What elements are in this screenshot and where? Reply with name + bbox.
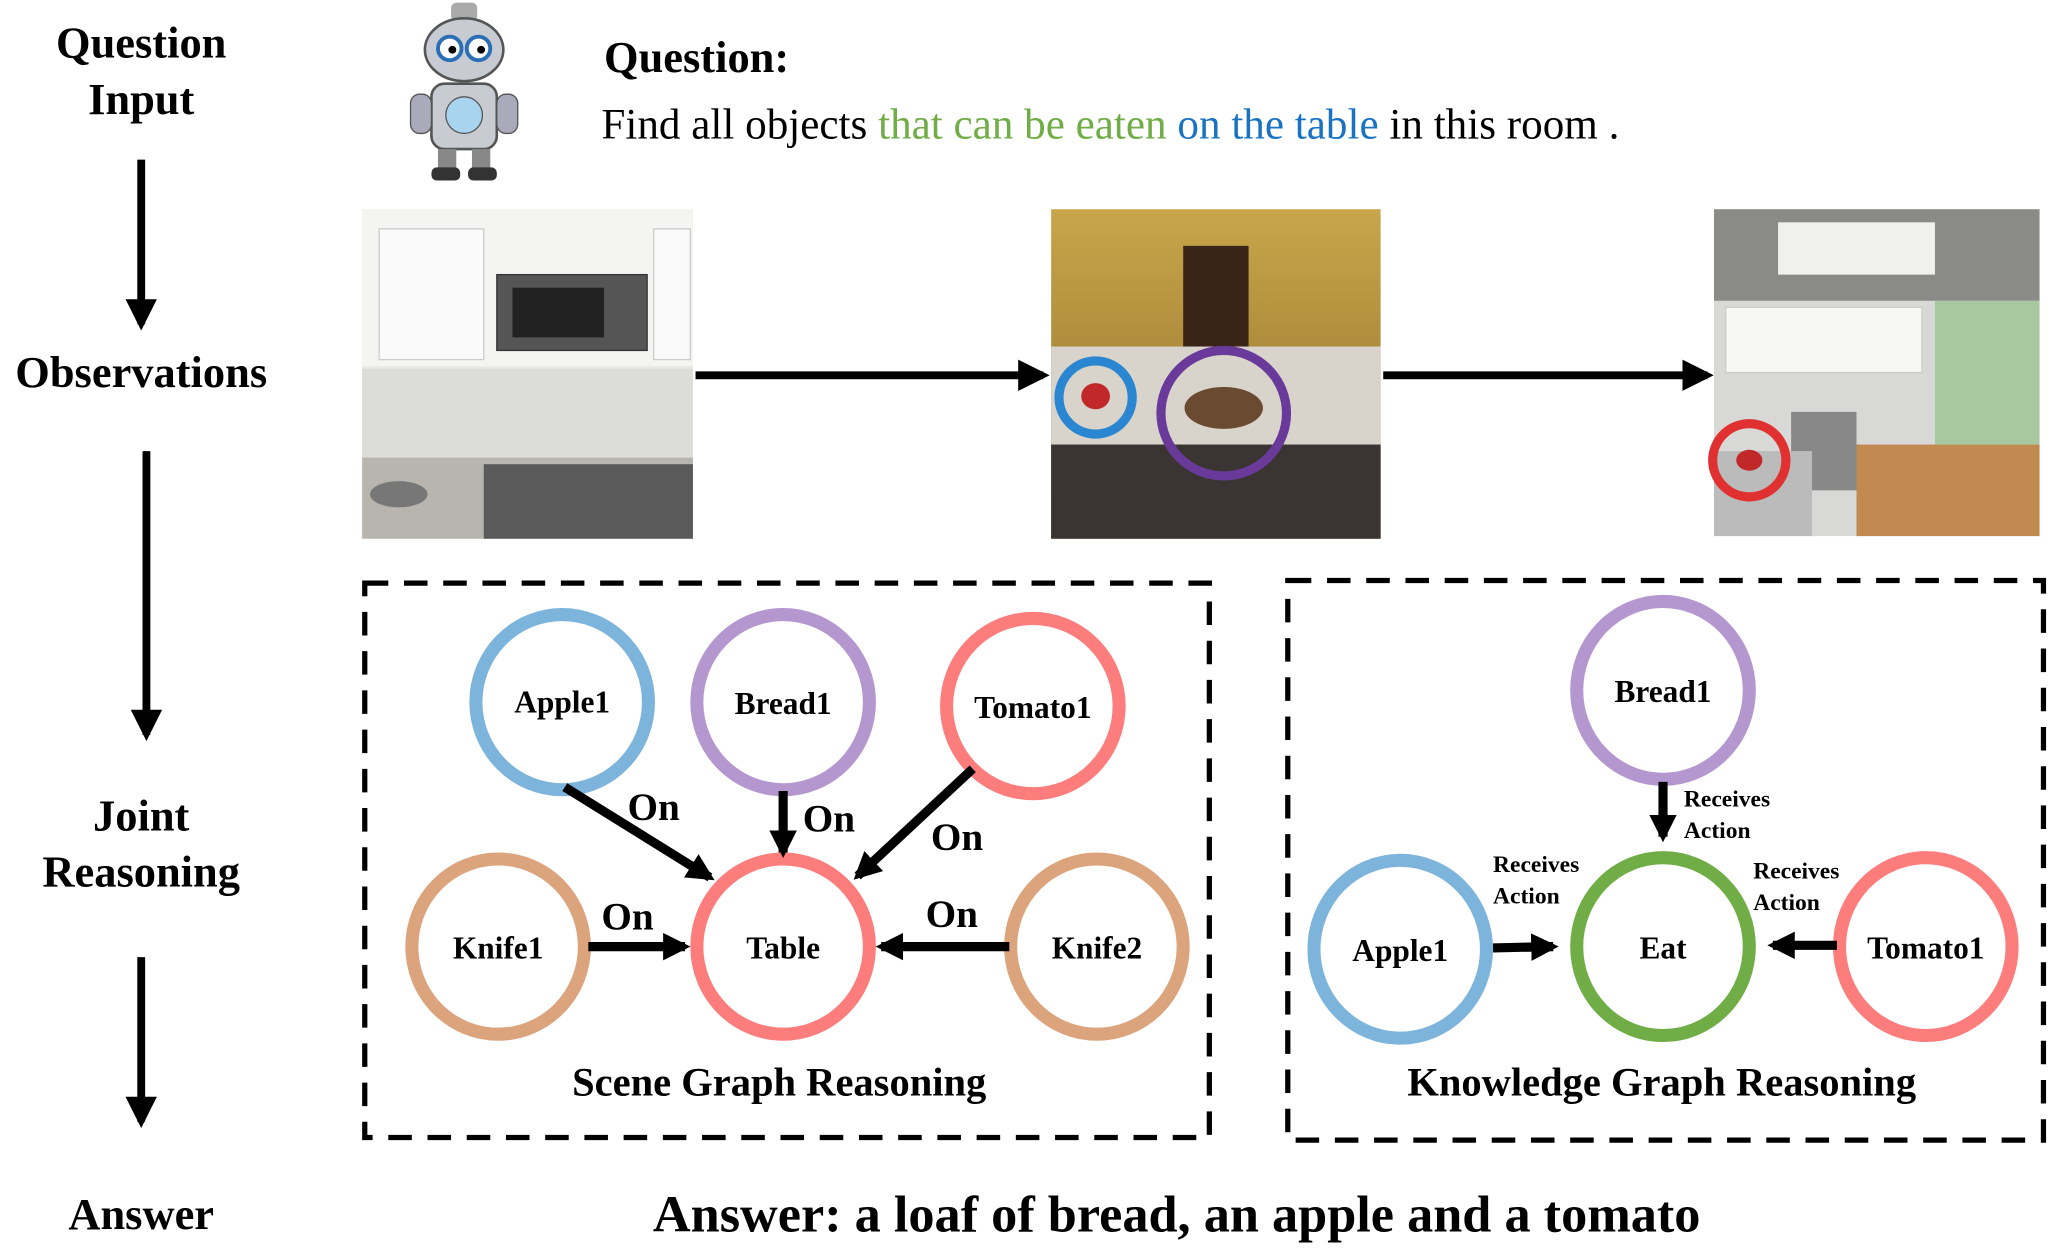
edge-arrow bbox=[1492, 933, 1559, 961]
node-knife1 bbox=[405, 852, 591, 1041]
node-label: Knife1 bbox=[453, 930, 544, 965]
node-label: Knife2 bbox=[1052, 930, 1143, 965]
question-text: Find all objects that can be eaten on th… bbox=[601, 102, 1619, 149]
edge-label: Action bbox=[1753, 890, 1820, 916]
node-eat bbox=[1570, 851, 1756, 1043]
stage-arrows bbox=[125, 159, 163, 1129]
node-tomato1 bbox=[940, 611, 1126, 801]
observation-image-1 bbox=[362, 209, 693, 539]
node-label: Table bbox=[746, 930, 820, 965]
stage-question-input-line1: Question bbox=[56, 18, 227, 68]
node-apple1 bbox=[469, 608, 656, 797]
node-label: Bread1 bbox=[1615, 674, 1712, 709]
stage-question-input-line2: Input bbox=[88, 74, 194, 124]
tomato-highlight-circle bbox=[1708, 419, 1791, 502]
observation-image-3 bbox=[1708, 209, 2040, 537]
knowledge-graph-title: Knowledge Graph Reasoning bbox=[1407, 1060, 1916, 1105]
scene-graph-panel: Apple1 Bread1 Tomato1 Knife1 Table Knife… bbox=[362, 580, 1212, 1141]
edge-arrow bbox=[853, 765, 976, 880]
observation-image-2 bbox=[1051, 209, 1381, 539]
node-label: Apple1 bbox=[1352, 933, 1448, 968]
edge-label: On bbox=[601, 896, 654, 939]
stage-joint-reasoning-line2: Reasoning bbox=[42, 846, 240, 896]
node-label: Tomato1 bbox=[1867, 930, 1984, 965]
node-label: Bread1 bbox=[735, 686, 832, 721]
bread-highlight-circle bbox=[1156, 345, 1292, 481]
edge-label: Action bbox=[1493, 883, 1560, 909]
node-apple1 bbox=[1307, 853, 1494, 1045]
edge-label: On bbox=[931, 816, 984, 859]
question-text-part: Find all objects bbox=[601, 102, 878, 149]
robot-icon bbox=[409, 2, 519, 181]
edge-label: Receives bbox=[1753, 859, 1839, 885]
node-bread1 bbox=[690, 608, 876, 797]
stage-observations: Observations bbox=[15, 347, 267, 397]
stage-joint-reasoning-line1: Joint bbox=[93, 790, 189, 840]
edge-label: On bbox=[628, 786, 681, 829]
apple-highlight-circle bbox=[1054, 356, 1137, 439]
node-knife2 bbox=[1004, 852, 1190, 1041]
knowledge-graph-panel: Bread1 Eat Apple1 Tomato1 Receives Actio… bbox=[1285, 577, 2047, 1143]
edge-label: On bbox=[926, 893, 979, 936]
scene-graph-title: Scene Graph Reasoning bbox=[572, 1060, 986, 1105]
edge-label: On bbox=[803, 798, 856, 841]
question-heading: Question: bbox=[604, 32, 789, 82]
node-bread1 bbox=[1570, 594, 1756, 786]
node-label: Tomato1 bbox=[974, 690, 1091, 725]
edge-label: Receives bbox=[1493, 852, 1579, 878]
edge-label: Receives bbox=[1684, 787, 1770, 813]
question-text-part: in this room . bbox=[1379, 102, 1620, 149]
stage-labels: Question Input Observations Joint Reason… bbox=[15, 18, 267, 1239]
node-tomato1 bbox=[1832, 851, 2019, 1043]
edge-label: Action bbox=[1684, 818, 1751, 844]
stage-answer: Answer bbox=[68, 1189, 214, 1239]
node-label: Eat bbox=[1639, 930, 1687, 965]
node-label: Apple1 bbox=[514, 685, 610, 720]
answer-text: Answer: a loaf of bread, an apple and a … bbox=[653, 1186, 1701, 1244]
node-table bbox=[690, 852, 876, 1041]
question-text-table: on the table bbox=[1167, 102, 1379, 149]
question-text-eaten: that can be eaten bbox=[878, 102, 1167, 149]
edge-arrow bbox=[562, 783, 715, 882]
